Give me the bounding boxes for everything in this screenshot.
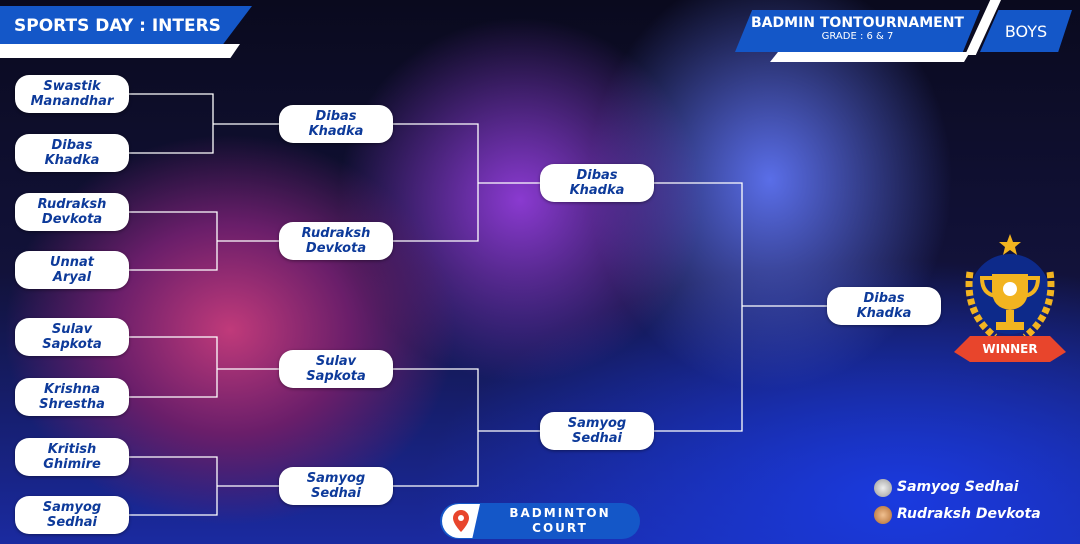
round1-player: Sulav Sapkota <box>15 318 129 356</box>
round1-player: Rudraksh Devkota <box>15 193 129 231</box>
silver-medal-icon <box>874 479 892 497</box>
venue-line2: COURT <box>532 521 588 535</box>
round2-player: Rudraksh Devkota <box>279 222 393 260</box>
round3-player: Dibas Khadka <box>540 164 654 202</box>
header-underline <box>770 52 970 62</box>
trophy-icon: WINNER <box>954 234 1066 362</box>
winner-label: WINNER <box>982 342 1037 356</box>
final-winner: Dibas Khadka <box>827 287 941 325</box>
round2-player: Dibas Khadka <box>279 105 393 143</box>
third-place-name: Rudraksh Devkota <box>897 506 1041 522</box>
round1-player: Swastik Manandhar <box>15 75 129 113</box>
round1-player: Dibas Khadka <box>15 134 129 172</box>
bronze-medal-icon <box>874 506 892 524</box>
round1-player: Krishna Shrestha <box>15 378 129 416</box>
winner-badge: WINNER <box>950 232 1070 376</box>
round2-player: Samyog Sedhai <box>279 467 393 505</box>
round1-player: Unnat Aryal <box>15 251 129 289</box>
round1-player: Kritish Ghimire <box>15 438 129 476</box>
tournament-title: BADMIN TONTOURNAMENT <box>751 15 964 31</box>
tournament-header: BADMIN TONTOURNAMENT GRADE : 6 & 7 <box>735 10 980 52</box>
round2-player: Sulav Sapkota <box>279 350 393 388</box>
venue-line1: BADMINTON <box>509 506 611 520</box>
round1-player: Samyog Sedhai <box>15 496 129 534</box>
second-place-name: Samyog Sedhai <box>897 479 1019 495</box>
title-underline <box>0 44 240 58</box>
event-title: SPORTS DAY : INTERS <box>0 6 252 46</box>
location-pin-icon <box>442 504 480 538</box>
round3-player: Samyog Sedhai <box>540 412 654 450</box>
grade-label: GRADE : 6 & 7 <box>821 31 894 42</box>
